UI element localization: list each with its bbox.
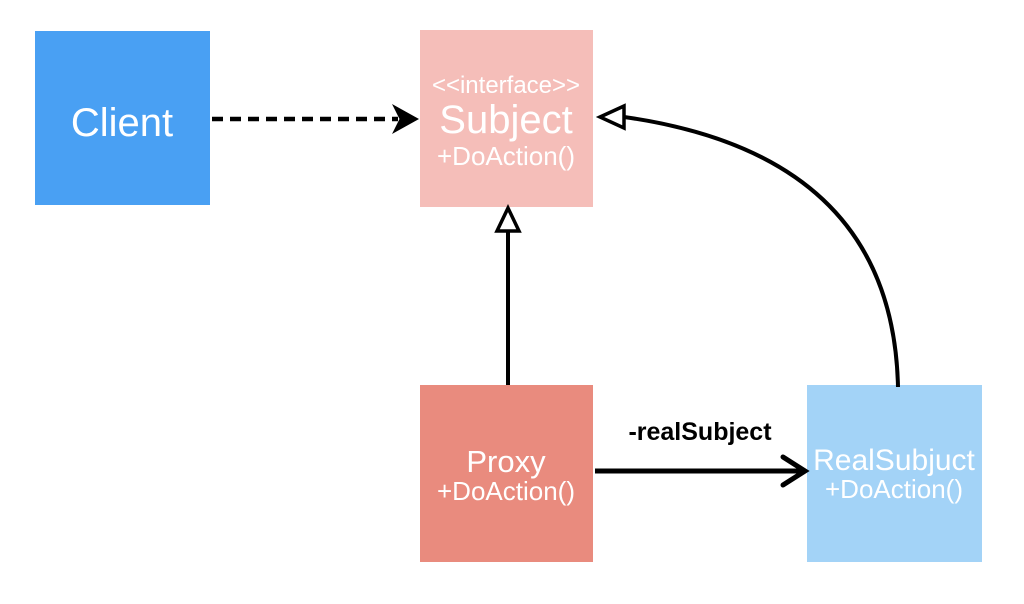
- proxy-to-subject-arrow: [494, 203, 522, 385]
- proxy-to-real-subject-arrow: -realSubject: [595, 418, 810, 488]
- proxy-method: +DoAction(): [437, 476, 575, 506]
- proxy-label: Proxy: [466, 444, 546, 479]
- proxy-node: Proxy +DoAction(): [420, 385, 593, 562]
- real-subject-node: RealSubjuct +DoAction(): [807, 385, 982, 562]
- client-to-subject-arrowhead-icon: [392, 104, 419, 134]
- subject-label: Subject: [439, 98, 572, 142]
- real-subject-to-subject-arrowhead-icon: [595, 103, 626, 131]
- real-subject-method: +DoAction(): [825, 474, 963, 504]
- client-node: Client: [35, 31, 210, 205]
- real-subject-label: RealSubjuct: [813, 444, 975, 477]
- proxy-to-real-subject-label: -realSubject: [628, 418, 772, 446]
- real-subject-to-subject-arrow: [595, 103, 900, 388]
- proxy-to-subject-arrowhead-icon: [494, 203, 522, 233]
- subject-box: [420, 30, 593, 207]
- client-box: [35, 31, 210, 205]
- real-subject-box: [807, 385, 982, 562]
- subject-method: +DoAction(): [437, 141, 575, 171]
- client-label: Client: [71, 101, 173, 145]
- client-to-subject-arrow: [212, 104, 419, 134]
- subject-stereotype: <<interface>>: [432, 72, 580, 99]
- proxy-to-real-subject-arrowhead-icon: [780, 454, 810, 488]
- real-subject-to-subject-curve: [623, 115, 900, 388]
- proxy-box: [420, 385, 593, 562]
- subject-node: <<interface>> Subject +DoAction(): [420, 30, 593, 207]
